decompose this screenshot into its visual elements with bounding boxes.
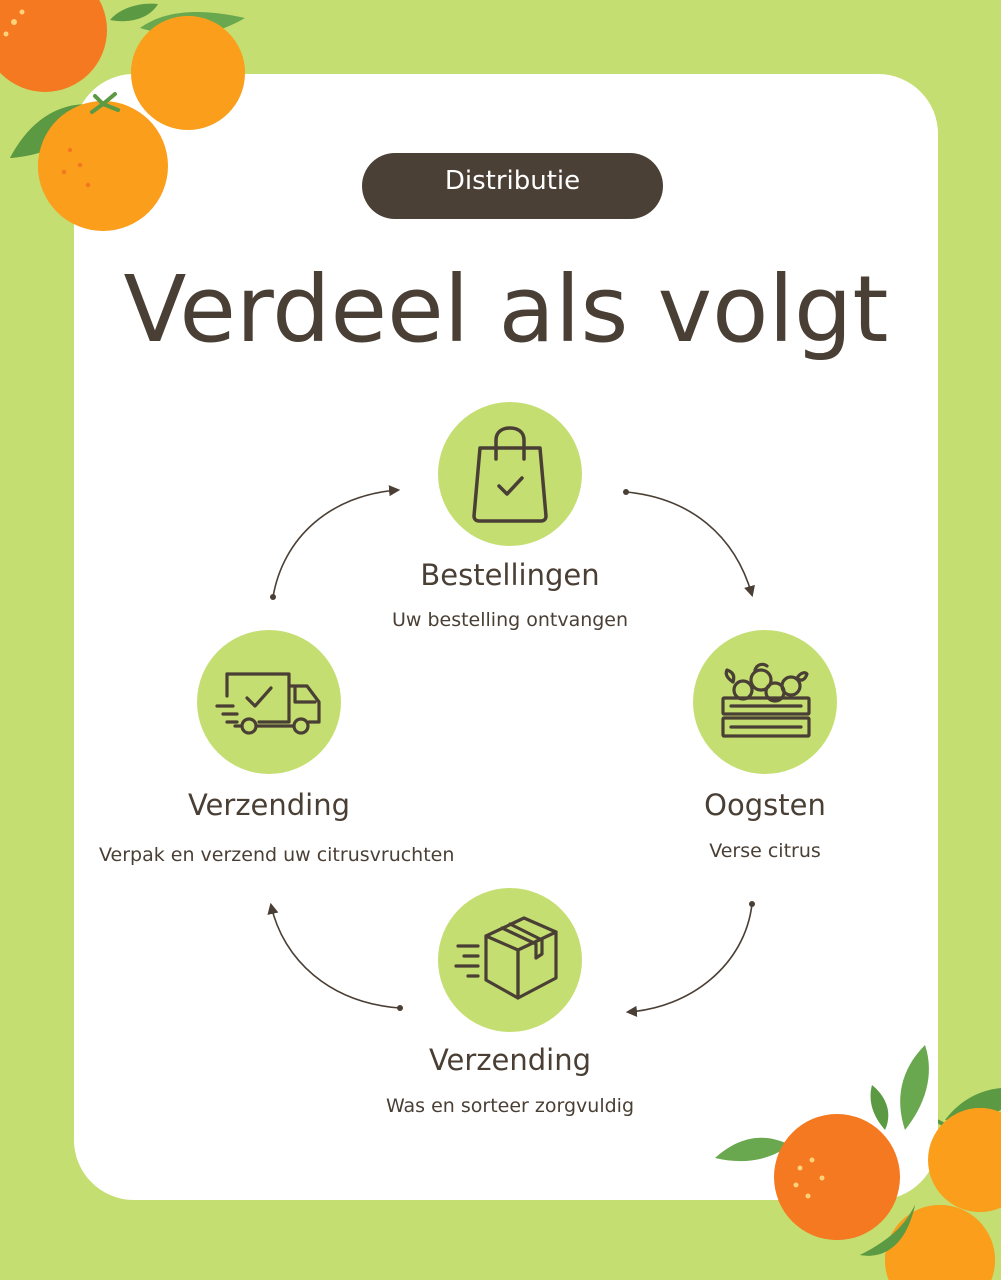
- step-harvest-text: Verse citrus: [709, 840, 821, 862]
- step-wash-text: Was en sorteer zorgvuldig: [385, 1095, 635, 1117]
- step-orders-circle: [438, 402, 582, 546]
- arrow-top-left: [272, 485, 401, 598]
- delivery-truck-check-icon: [215, 672, 321, 735]
- step-wash-heading: Verzending: [428, 1043, 592, 1077]
- step-harvest-heading: Oogsten: [704, 788, 826, 822]
- step-ship-text: Verpak en verzend uw citrusvruchten: [99, 844, 455, 866]
- fruit-crate-icon: [721, 662, 811, 738]
- moving-box-icon: [454, 916, 558, 1000]
- step-orders-text: Uw bestelling ontvangen: [391, 609, 629, 631]
- orange-top-left-1: [0, 0, 107, 92]
- arrow-bottom-left: [267, 902, 401, 1009]
- step-ship-heading: Verzending: [187, 788, 351, 822]
- step-harvest-circle: [693, 630, 837, 774]
- distribution-badge: Distributie: [362, 153, 663, 219]
- shopping-bag-check-icon: [472, 426, 548, 523]
- arrow-bottom-right: [625, 903, 753, 1018]
- step-wash-circle: [438, 888, 582, 1032]
- page-title: Verdeel als volgt: [123, 256, 889, 363]
- step-ship-circle: [197, 630, 341, 774]
- arrow-top-right: [625, 491, 755, 598]
- step-orders-heading: Bestellingen: [420, 558, 600, 592]
